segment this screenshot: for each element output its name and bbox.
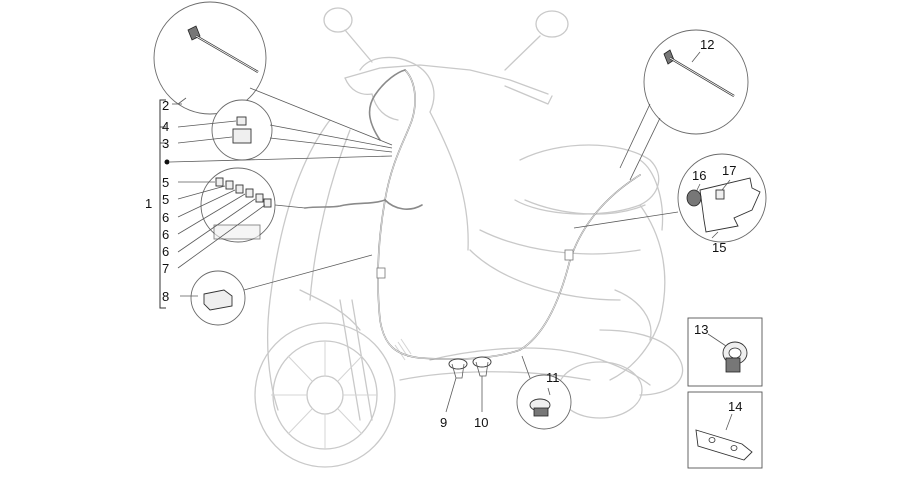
bracket-group-1 [159,99,170,309]
label-5a: 5 [162,175,169,190]
callout-connector-8 [180,254,373,326]
box-plate-14 [687,391,763,469]
part-labels: 2 4 3 1 5 5 6 6 6 7 8 9 10 11 12 13 14 1… [145,37,742,430]
label-6b: 6 [162,227,169,242]
label-5b: 5 [162,192,169,207]
label-15: 15 [712,240,726,255]
label-7: 7 [162,261,169,276]
callout-cable-tie-2 [153,1,393,146]
label-9: 9 [440,415,447,430]
label-10: 10 [474,415,488,430]
label-3: 3 [162,136,169,151]
label-4: 4 [162,119,169,134]
wiring-harness [304,69,641,379]
callout-cable-tie-12 [619,29,749,181]
label-14: 14 [728,399,742,414]
label-16: 16 [692,168,706,183]
label-11: 11 [546,370,560,385]
label-8: 8 [162,289,169,304]
label-6c: 6 [162,244,169,259]
label-1: 1 [145,196,152,211]
label-12: 12 [700,37,714,52]
callout-terminals-5-6-7 [177,167,306,269]
label-13: 13 [694,322,708,337]
label-2: 2 [162,98,169,113]
callout-clamp-11 [516,355,572,430]
box-clamp-13 [687,317,763,387]
callout-connector-3-4 [169,99,393,163]
label-17: 17 [722,163,736,178]
callout-bracket-15-16-17 [573,153,767,243]
scooter-outline [254,7,684,468]
label-6a: 6 [162,210,169,225]
